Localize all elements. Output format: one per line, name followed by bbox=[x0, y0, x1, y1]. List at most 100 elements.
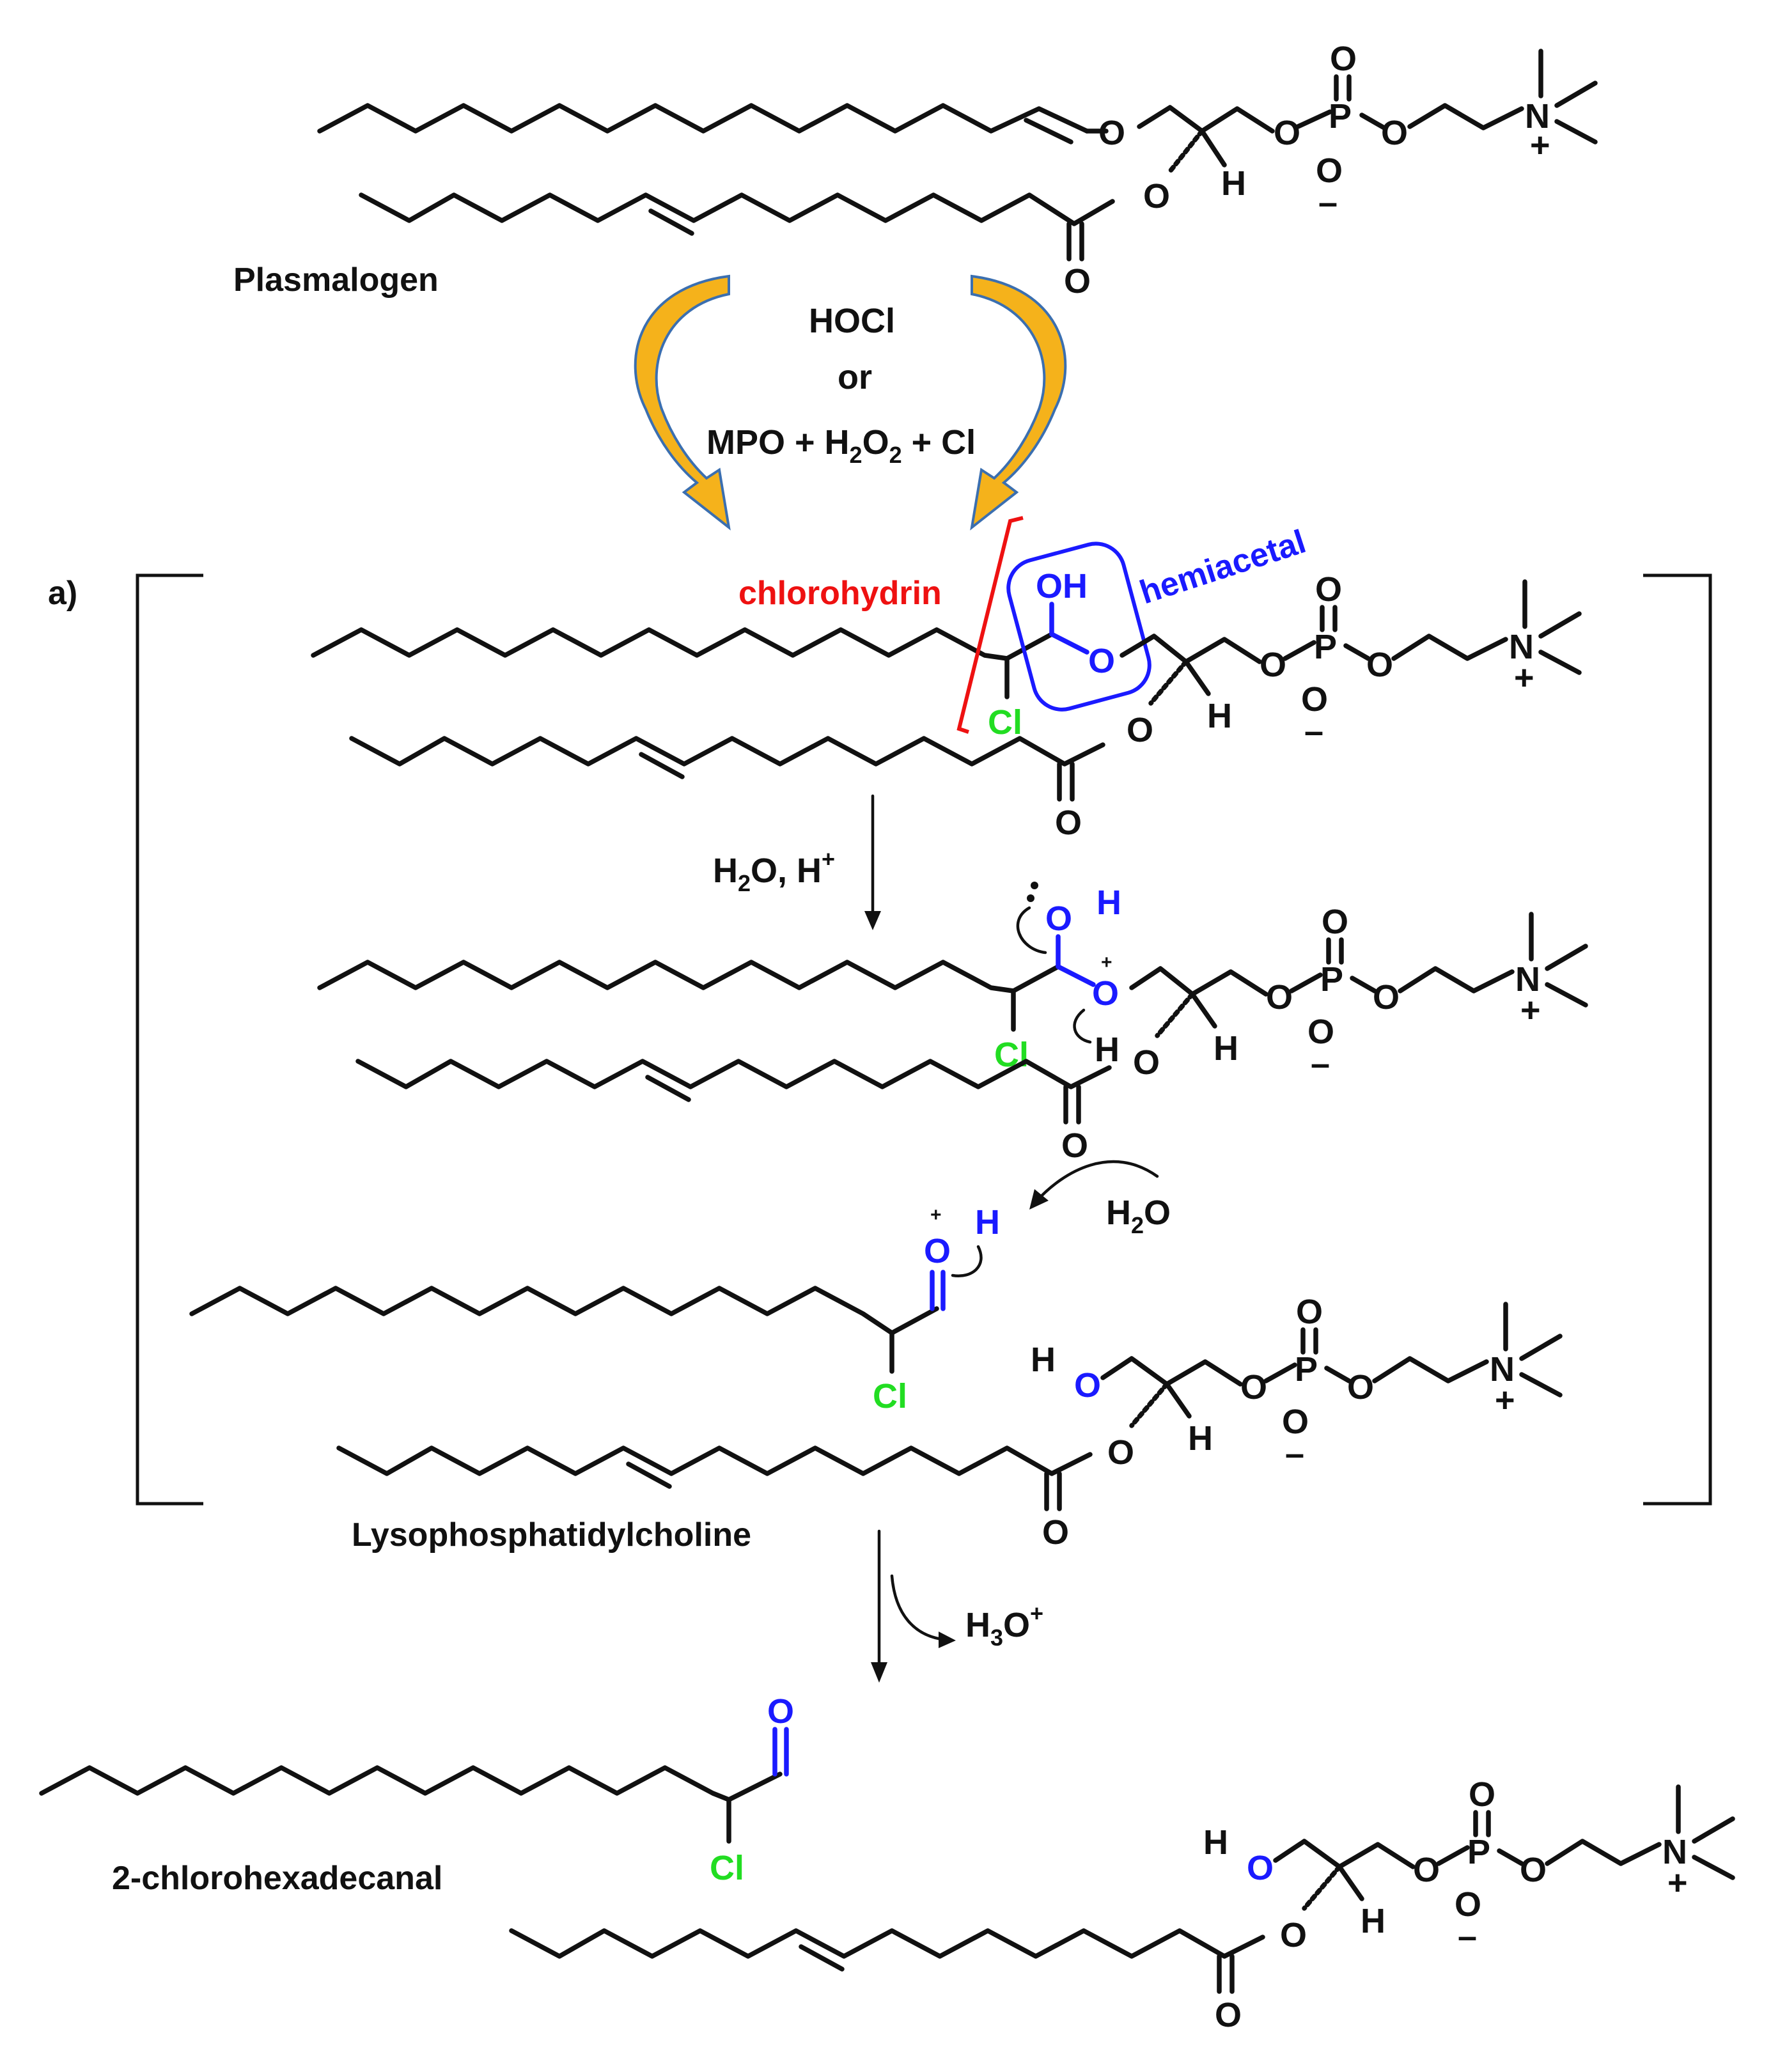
intermediate1-me3 bbox=[1538, 650, 1582, 675]
intermediate2-choline bbox=[1398, 966, 1515, 993]
intermediate1-h: H bbox=[1207, 697, 1232, 735]
sn2-double-bond bbox=[648, 208, 694, 236]
intermediate2-oh-h: H bbox=[1096, 884, 1121, 922]
intermediate2-acyl bbox=[355, 1059, 1112, 1089]
lyso2-n-charge: + bbox=[1667, 1864, 1688, 1902]
intermediate2-n-charge: + bbox=[1520, 991, 1541, 1029]
intermediate2-c1 bbox=[1011, 964, 1061, 993]
glycerol-c2-wedge bbox=[1199, 129, 1227, 167]
intermediate1-p: P bbox=[1314, 628, 1337, 666]
phosphate-o-bottom: O bbox=[1316, 152, 1343, 190]
chlorine-atom: Cl bbox=[988, 703, 1022, 742]
intermediate2-oh-o: O bbox=[1045, 900, 1072, 938]
lyso2-p-charge: – bbox=[1458, 1917, 1477, 1956]
lyso2-po: O bbox=[1413, 1851, 1440, 1889]
plasmalogen-label: Plasmalogen bbox=[233, 261, 439, 299]
intermediate1-p-o-bottom: O bbox=[1301, 680, 1328, 719]
curved-arrow-left bbox=[634, 274, 731, 531]
lyso2-wedge bbox=[1337, 1864, 1364, 1901]
lyso-ester-o: O bbox=[1107, 1433, 1134, 1472]
po-bond bbox=[1295, 109, 1332, 129]
intermediate1-o2: O bbox=[1366, 646, 1393, 684]
lyso-acyl-db bbox=[626, 1461, 672, 1489]
intermediate1-ester-o: O bbox=[1127, 711, 1153, 749]
lyso-hydroxyl-o: O bbox=[1074, 1366, 1101, 1405]
intermediate2-ester-o: O bbox=[1133, 1043, 1160, 1082]
ether-oxygen: O bbox=[1098, 114, 1125, 152]
lyso-product-structure: H O H O O P O O – O N + O bbox=[509, 1775, 1735, 2034]
plasmalogen-structure: O H O O P O O – O N + O Plasmalogen bbox=[233, 40, 1598, 300]
lyso-o2: O bbox=[1347, 1368, 1374, 1406]
left-bracket bbox=[136, 573, 203, 1506]
lyso2-n: N bbox=[1662, 1833, 1687, 1871]
intermediate2-p-o-top: O bbox=[1322, 903, 1348, 941]
right-bracket bbox=[1643, 573, 1712, 1506]
lyso-p-o2 bbox=[1324, 1366, 1352, 1383]
lyso-p-charge: – bbox=[1285, 1435, 1304, 1473]
lyso2-o-p bbox=[1436, 1845, 1470, 1866]
intermediate1-hashed bbox=[1148, 659, 1189, 706]
p-o-ester bbox=[1359, 113, 1387, 130]
lyso2-h: H bbox=[1203, 1823, 1228, 1862]
curved-arrow-right bbox=[970, 274, 1067, 531]
panel-label: a) bbox=[48, 575, 77, 612]
sn1-alkenyl-chain bbox=[317, 103, 1089, 134]
n-methyl-2 bbox=[1554, 81, 1598, 108]
intermediate2-hashed bbox=[1155, 992, 1195, 1038]
lyso2-acyl bbox=[509, 1928, 1265, 1959]
lyso2-p: P bbox=[1467, 1833, 1490, 1871]
step2-reagents: H2O, H+ bbox=[713, 846, 835, 896]
lyso-c2-h: H bbox=[1188, 1419, 1213, 1458]
water-attack-arrow-head bbox=[1029, 1189, 1049, 1210]
lyso-po: O bbox=[1240, 1368, 1267, 1406]
choline-nitrogen: N bbox=[1525, 97, 1550, 136]
intermediate2-h: H bbox=[1213, 1029, 1238, 1068]
intermediate2-oxonium-charge: + bbox=[1101, 952, 1112, 973]
intermediate2-o-p bbox=[1289, 972, 1323, 993]
intermediate3-oxonium-charge: + bbox=[930, 1204, 942, 1226]
glycerol-c2-hashed bbox=[1167, 129, 1205, 174]
chlorohydrin-intermediate: Cl OH O H O O P O O – O N + O chlorohydr… bbox=[311, 516, 1582, 842]
intermediate1-acyl bbox=[349, 736, 1105, 767]
lyso-n-charge: + bbox=[1495, 1381, 1515, 1419]
lyso-label: Lysophosphatidylcholine bbox=[352, 1516, 751, 1554]
lyso2-c2-h: H bbox=[1361, 1902, 1385, 1940]
lyso2-ester-o: O bbox=[1280, 1916, 1307, 1954]
intermediate1-choline bbox=[1391, 634, 1508, 661]
intermediate3-oxonium-h: H bbox=[975, 1203, 1000, 1242]
lyso-me2 bbox=[1519, 1334, 1563, 1361]
intermediate2-p-o2 bbox=[1350, 976, 1377, 993]
glycerol-backbone bbox=[1137, 105, 1275, 134]
intermediate1-n-charge: + bbox=[1514, 658, 1534, 697]
intermediate3-c1 bbox=[889, 1306, 939, 1336]
intermediate1-p-o-top: O bbox=[1315, 570, 1342, 609]
intermediate2-carbonyl-o: O bbox=[1061, 1126, 1088, 1165]
reagent-mpo-line: MPO + H2O2 + Cl bbox=[706, 423, 976, 468]
intermediate2-me3 bbox=[1545, 982, 1588, 1008]
lyso2-hydroxyl-o: O bbox=[1247, 1849, 1274, 1887]
lyso2-p-o-bottom: O bbox=[1455, 1885, 1481, 1924]
h3o-label: H3O+ bbox=[965, 1600, 1043, 1651]
lyso-h: H bbox=[1031, 1341, 1056, 1379]
chlorohydrin-label: chlorohydrin bbox=[738, 575, 942, 612]
lyso2-p-o-top: O bbox=[1469, 1775, 1495, 1814]
lyso-o-p bbox=[1263, 1362, 1297, 1383]
lyso-p-o-bottom: O bbox=[1282, 1403, 1309, 1441]
lyso2-acyl-db bbox=[799, 1944, 845, 1972]
intermediate1-acyl-db bbox=[639, 752, 685, 779]
lyso-acyl bbox=[336, 1445, 1093, 1476]
intermediate2-me2 bbox=[1545, 944, 1588, 971]
intermediate2-p-charge: – bbox=[1311, 1045, 1330, 1083]
intermediate2-chain bbox=[317, 960, 1016, 993]
carbonyl-oxygen: O bbox=[1064, 262, 1091, 300]
intermediate1-n: N bbox=[1509, 628, 1534, 666]
electron-push-arrow-1 bbox=[1016, 906, 1047, 954]
lyso2-hashed bbox=[1302, 1864, 1342, 1911]
h3o-release-arrow-head bbox=[939, 1632, 956, 1648]
lyso-hashed bbox=[1129, 1382, 1169, 1428]
choline-charge: + bbox=[1530, 126, 1550, 164]
phosphate-charge: – bbox=[1318, 183, 1338, 222]
intermediate1-carbonyl-o: O bbox=[1055, 804, 1082, 842]
intermediate1-wedge bbox=[1183, 659, 1211, 696]
reagent-or: or bbox=[838, 358, 872, 396]
